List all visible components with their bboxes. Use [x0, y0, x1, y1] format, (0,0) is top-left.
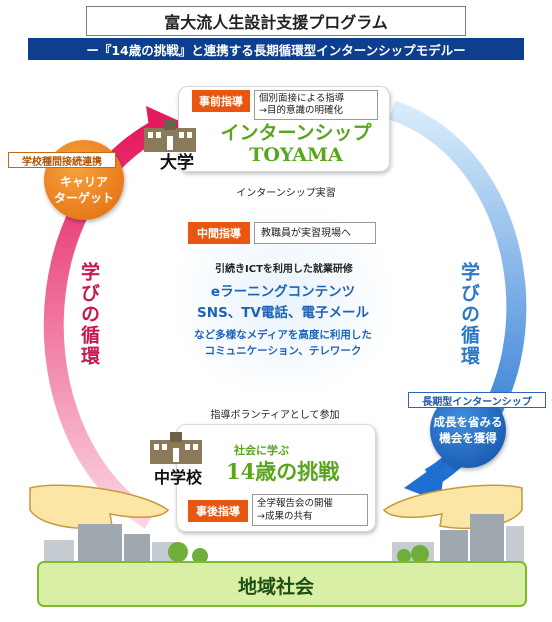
volunteer-caption: 指導ボランティアとして参加	[210, 410, 340, 421]
telework-text: コミュニケーション、テレワーク	[204, 345, 362, 357]
post-guidance-tag: 事後指導	[188, 500, 248, 522]
junior-high-building-icon	[150, 432, 202, 464]
community-illustration	[29, 484, 527, 607]
pre-guidance-tag: 事前指導	[192, 90, 250, 112]
diverse-media-text: など多様なメディアを高度に利用した	[194, 329, 372, 341]
ict-training-text: 引続きICTを利用した就業研修	[215, 264, 353, 275]
page-title: 富大流人生設計支援プログラム	[86, 6, 466, 36]
university-label: 大学	[160, 153, 194, 173]
internship-title-toyama: TOYAMA	[249, 144, 343, 166]
junior-high-label: 中学校	[154, 468, 203, 487]
mid-guidance-tag: 中間指導	[188, 222, 250, 244]
post-guidance-text: 全学報告会の開催 →成果の共有	[252, 494, 368, 526]
internship-practice-caption: インターンシップ実習	[236, 188, 336, 199]
media-text: SNS、TV電話、電子メール	[197, 305, 369, 321]
community-label: 地域社会	[237, 576, 314, 598]
school-link-label: 学校種間接続連携	[8, 152, 116, 168]
page-subtitle: ー『14歳の挑戦』と連携する長期循環型インターンシップモデルー	[28, 38, 524, 60]
university-building-icon	[144, 120, 196, 152]
challenge-14-title: 14歳の挑戦	[226, 459, 340, 484]
internship-title: インターンシップ	[220, 122, 372, 144]
learning-cycle-label-left: 学びの循環	[78, 262, 100, 367]
long-term-label: 長期型インターンシップ	[408, 392, 546, 408]
elearning-text: eラーニングコンテンツ	[210, 284, 356, 300]
growth-opportunity-text: 成長を省みる 機会を獲得	[433, 415, 503, 445]
pre-guidance-text: 個別面接による指導 →目的意識の明確化	[254, 90, 378, 120]
mid-guidance-text: 教職員が実習現場へ	[254, 222, 376, 244]
career-target-text: キャリア ターゲット	[53, 175, 114, 205]
learning-cycle-label-right: 学びの循環	[458, 262, 480, 367]
learn-from-society-label: 社会に学ぶ	[234, 444, 289, 457]
